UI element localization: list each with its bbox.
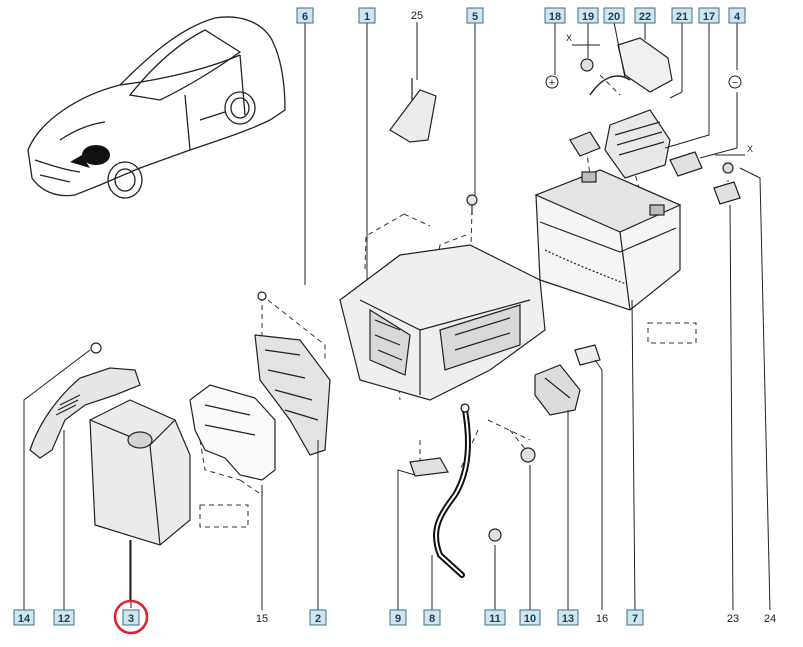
air-box (89, 399, 191, 600)
callout-leaders (23, 20, 771, 611)
callout-25: 25 (411, 10, 423, 22)
callout-14: 14 (13, 609, 35, 626)
polarity-symbols: + − (545, 75, 742, 89)
minus-symbol: − (732, 77, 738, 89)
fuse-box-cover (617, 37, 673, 93)
positive-terminal-18 (569, 131, 601, 157)
battery-location-marker (70, 145, 110, 168)
callout-17: 17 (698, 7, 720, 24)
small-bracket-16 (574, 344, 601, 366)
callout-12-label: 12 (58, 613, 70, 625)
battery-tray (339, 244, 546, 401)
callout-25-label: 25 (411, 10, 423, 22)
callout-16-label: 16 (596, 613, 608, 625)
callout-1-label: 1 (364, 11, 370, 23)
callout-2-label: 2 (315, 613, 321, 625)
clamp-23 (713, 162, 741, 205)
callout-13-label: 13 (562, 613, 574, 625)
callout-17-label: 17 (703, 11, 715, 23)
terminal-nut-19 (580, 58, 594, 72)
callout-18-label: 18 (549, 11, 561, 23)
terminal-cable-20 (589, 75, 631, 96)
fuse-box (604, 109, 671, 179)
callout-4: 4 (728, 7, 746, 24)
callout-7-label: 7 (632, 613, 638, 625)
callout-20-label: 20 (608, 11, 620, 23)
intake-duct (29, 342, 141, 459)
callout-1: 1 (358, 7, 376, 24)
callout-3: 3 (113, 599, 149, 635)
hold-down-25 (389, 78, 437, 143)
duct-connector (534, 364, 581, 416)
callout-8-label: 8 (429, 613, 435, 625)
callout-4-label: 4 (734, 11, 741, 23)
callout-19: 19 (577, 7, 599, 24)
callout-14-label: 14 (18, 613, 31, 625)
callout-13: 13 (557, 609, 579, 626)
bolt-5 (466, 194, 478, 215)
callout-19-label: 19 (582, 11, 594, 23)
callout-21-label: 21 (676, 11, 688, 23)
callout-7: 7 (626, 609, 644, 626)
callout-21: 21 (671, 7, 693, 24)
callout-22-label: 22 (639, 11, 651, 23)
callout-20: 20 (603, 7, 625, 24)
x-label-top: X (566, 33, 572, 43)
battery (534, 169, 682, 311)
callout-10-label: 10 (524, 613, 536, 625)
callout-6: 6 (296, 7, 314, 24)
callout-5: 5 (466, 7, 484, 24)
callout-15-label: 15 (256, 613, 268, 625)
plus-symbol: + (549, 77, 555, 89)
callout-11-label: 11 (489, 613, 501, 625)
dimension-marks: X X (566, 33, 753, 156)
nut-parts (488, 447, 536, 542)
callout-16: 16 (596, 613, 608, 625)
callout-9: 9 (389, 609, 407, 626)
callout-18: 18 (544, 7, 566, 24)
callout-23-label: 23 (727, 613, 739, 625)
callout-10: 10 (519, 609, 541, 626)
car-illustration (27, 16, 286, 199)
callout-22: 22 (634, 7, 656, 24)
highlight-ring (113, 599, 149, 635)
callout-15: 15 (256, 613, 268, 625)
callout-5-label: 5 (472, 11, 478, 23)
callout-24: 24 (764, 613, 776, 625)
x-label-right: X (747, 144, 753, 154)
callout-2: 2 (309, 609, 327, 626)
callout-6-label: 6 (302, 11, 308, 23)
callout-11: 11 (484, 609, 506, 626)
negative-terminal-4 (669, 151, 703, 177)
callout-23: 23 (727, 613, 739, 625)
callout-9-label: 9 (395, 613, 401, 625)
callout-24-label: 24 (764, 613, 776, 625)
callout-8: 8 (423, 609, 441, 626)
callout-3-label: 3 (128, 613, 134, 625)
callout-12: 12 (53, 609, 75, 626)
cover-plate (189, 384, 276, 481)
ground-cable (433, 403, 471, 578)
clip-part (409, 457, 449, 477)
